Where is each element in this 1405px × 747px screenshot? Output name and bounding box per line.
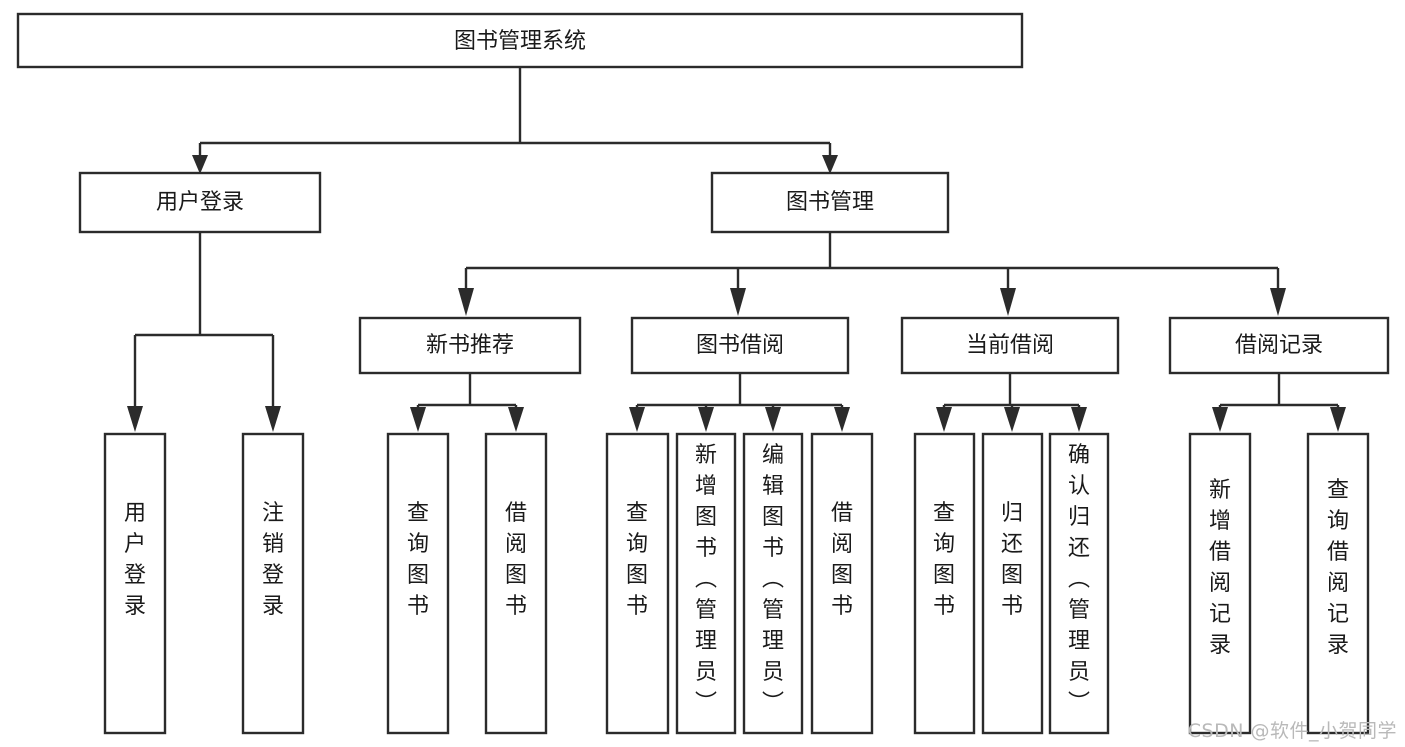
node-borrow-record-box[interactable] <box>1168 316 1390 375</box>
arrowhead-bo-leaf-3 <box>765 407 781 432</box>
node-book-borrow[interactable]: 图书借阅 <box>630 316 850 375</box>
arrowhead-leaf-user-login <box>127 406 143 432</box>
leaf-logout-label: 注销登录 <box>262 501 284 619</box>
node-root-box[interactable] <box>16 12 1024 69</box>
leaf-re-add-record-label: 新增借阅记录 <box>1209 478 1231 658</box>
leaf-nb-borrow-book-box[interactable] <box>484 432 548 735</box>
node-book-management-box[interactable] <box>710 171 950 234</box>
connector-layer <box>127 67 1346 432</box>
node-borrow-record[interactable]: 借阅记录 <box>1168 316 1390 375</box>
node-book-management[interactable]: 图书管理 <box>710 171 950 234</box>
node-borrow-record-label: 借阅记录 <box>1235 333 1323 358</box>
leaf-bo-edit-book-admin-box[interactable] <box>742 432 804 735</box>
leaf-cu-return-book-label: 归还图书 <box>1001 501 1023 619</box>
node-book-management-label: 图书管理 <box>786 190 874 215</box>
leaf-re-query-record-box[interactable] <box>1306 432 1370 735</box>
leaf-bo-query-book-box[interactable] <box>605 432 670 735</box>
leaf-re-add-record-box[interactable] <box>1188 432 1252 735</box>
leaf-cu-confirm-return-admin-label: 确认归还︵管理员︶ <box>1068 443 1090 716</box>
leaf-cu-query-book-label: 查询图书 <box>933 501 955 619</box>
node-root-label: 图书管理系统 <box>454 29 586 54</box>
arrowhead-nb-leaf-1 <box>410 407 426 432</box>
leaf-bo-query-book[interactable]: 查询图书 <box>605 432 670 735</box>
node-current-borrow[interactable]: 当前借阅 <box>900 316 1120 375</box>
leaf-user-login[interactable]: 用户登录 <box>103 432 167 735</box>
leaf-bo-add-book-admin-label: 新增图书︵管理员︶ <box>695 443 717 716</box>
node-book-borrow-label: 图书借阅 <box>696 333 784 358</box>
leaf-cu-return-book[interactable]: 归还图书 <box>981 432 1044 735</box>
arrowhead-nb-leaf-2 <box>508 407 524 432</box>
node-new-book-recommend-box[interactable] <box>358 316 582 375</box>
leaf-nb-borrow-book-label: 借阅图书 <box>505 501 527 619</box>
arrowhead-to-borrow <box>730 288 746 316</box>
leaf-cu-return-book-box[interactable] <box>981 432 1044 735</box>
leaf-bo-query-book-label: 查询图书 <box>626 501 648 619</box>
node-book-borrow-box[interactable] <box>630 316 850 375</box>
leaf-bo-edit-book-admin-label: 编辑图书︵管理员︶ <box>762 443 784 716</box>
arrowhead-to-borrow-record <box>1270 288 1286 316</box>
node-user-login[interactable]: 用户登录 <box>78 171 322 234</box>
leaf-re-query-record-label: 查询借阅记录 <box>1327 478 1349 658</box>
leaf-bo-add-book-admin-box[interactable] <box>675 432 737 735</box>
leaf-user-login-box[interactable] <box>103 432 167 735</box>
leaf-bo-borrow-book-label: 借阅图书 <box>831 501 853 619</box>
leaf-re-query-record[interactable]: 查询借阅记录 <box>1306 432 1370 735</box>
leaf-bo-edit-book-admin[interactable]: 编辑图书︵管理员︶ <box>742 432 804 735</box>
arrowhead-cu-leaf-1 <box>936 407 952 432</box>
node-user-login-label: 用户登录 <box>156 190 244 215</box>
leaf-nb-query-book-box[interactable] <box>386 432 450 735</box>
leaf-cu-confirm-return-admin-box[interactable] <box>1048 432 1110 735</box>
arrowhead-cu-leaf-2 <box>1004 407 1020 432</box>
leaf-re-add-record[interactable]: 新增借阅记录 <box>1188 432 1252 735</box>
arrowhead-bo-leaf-1 <box>629 407 645 432</box>
leaf-nb-query-book[interactable]: 查询图书 <box>386 432 450 735</box>
leaf-cu-confirm-return-admin[interactable]: 确认归还︵管理员︶ <box>1048 432 1110 735</box>
arrowhead-re-leaf-2 <box>1330 407 1346 432</box>
leaf-cu-query-book-box[interactable] <box>913 432 976 735</box>
arrowhead-cu-leaf-3 <box>1071 407 1087 432</box>
arrowhead-to-current-borrow <box>1000 288 1016 316</box>
arrowhead-to-new-book <box>458 288 474 316</box>
leaf-nb-query-book-label: 查询图书 <box>407 501 429 619</box>
leaf-bo-borrow-book-box[interactable] <box>810 432 874 735</box>
leaf-user-login-label: 用户登录 <box>124 501 146 619</box>
node-current-borrow-box[interactable] <box>900 316 1120 375</box>
arrowhead-bo-leaf-4 <box>834 407 850 432</box>
arrowhead-to-book-mgmt <box>822 155 838 174</box>
node-new-book-recommend[interactable]: 新书推荐 <box>358 316 582 375</box>
arrowhead-bo-leaf-2 <box>698 407 714 432</box>
leaf-nb-borrow-book[interactable]: 借阅图书 <box>484 432 548 735</box>
leaf-logout[interactable]: 注销登录 <box>241 432 305 735</box>
node-root[interactable]: 图书管理系统 <box>16 12 1024 69</box>
arrowhead-to-user-login <box>192 155 208 174</box>
node-current-borrow-label: 当前借阅 <box>966 333 1054 358</box>
arrowhead-re-leaf-1 <box>1212 407 1228 432</box>
node-new-book-recommend-label: 新书推荐 <box>426 333 514 358</box>
leaf-cu-query-book[interactable]: 查询图书 <box>913 432 976 735</box>
node-user-login-box[interactable] <box>78 171 322 234</box>
arrowhead-leaf-logout <box>265 406 281 432</box>
leaf-bo-add-book-admin[interactable]: 新增图书︵管理员︶ <box>675 432 737 735</box>
leaf-bo-borrow-book[interactable]: 借阅图书 <box>810 432 874 735</box>
leaf-logout-box[interactable] <box>241 432 305 735</box>
csdn-watermark: CSDN @软件_小贺同学 <box>1187 720 1397 742</box>
